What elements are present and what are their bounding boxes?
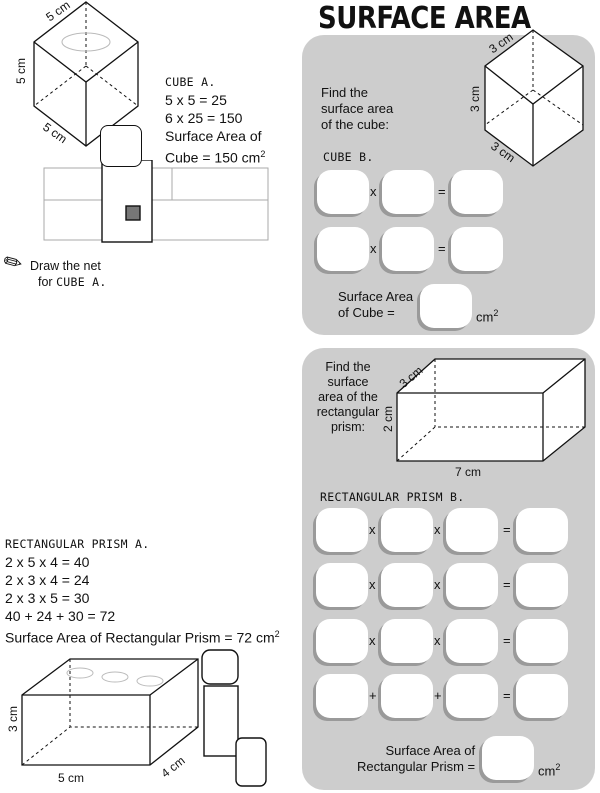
prompt-line: surface [327,375,369,389]
net-prompt: Draw the net for CUBE A. [30,258,107,290]
unit: cm2 [476,308,498,324]
net-prompt-cube: CUBE A. [56,275,107,289]
prism-a-line: 2 x 3 x 4 = 24 [5,572,90,588]
unit-sup: 2 [260,149,266,159]
unit-text: cm [538,763,556,779]
label-line: Rectangular Prism = [357,759,476,774]
pencil-icon: ✎ [0,247,28,279]
operator: = [503,577,511,592]
operator: = [503,688,511,703]
cube-b-prompt: Find the surface area of the cube: [321,85,393,133]
cube-a-heading: CUBE A. [165,75,216,89]
operator: x [369,577,376,592]
answer-box[interactable] [516,619,568,663]
prism-a-heading: RECTANGULAR PRISM A. [5,537,150,551]
prism-a-work: 2 x 5 x 4 = 40 2 x 3 x 4 = 24 2 x 3 x 5 … [5,553,280,647]
prism-a-diagram [21,658,199,766]
net-prompt-line: Draw the net [30,259,101,273]
operator: x [370,184,377,199]
prism-a-dim-length: 5 cm [58,771,85,785]
cube-a-work: 5 x 5 = 25 6 x 25 = 150 Surface Area of … [165,91,265,167]
operator: = [503,522,511,537]
cube-b-heading: CUBE B. [323,150,374,164]
answer-box[interactable] [446,619,498,663]
prompt-line: surface area [321,101,394,116]
answer-box[interactable] [381,619,433,663]
operator: x [369,522,376,537]
operator: x [370,241,377,256]
prism-a-result-text: Surface Area of Rectangular Prism = 72 c… [5,629,275,646]
label-line: Surface Area of [385,743,476,758]
prism-b-prompt: Find the surface area of the rectangular… [312,360,384,435]
cube-b-diagram [484,29,584,167]
answer-box[interactable] [451,227,503,271]
cube-a-dim-left: 5 cm [14,57,29,85]
prism-a-dim-height: 3 cm [6,705,21,733]
cube-a-result: Cube = 150 cm2 [165,145,265,167]
answer-box[interactable] [316,563,368,607]
answer-box[interactable] [381,508,433,552]
answer-box[interactable] [381,563,433,607]
prism-b-dim-length: 7 cm [455,465,482,479]
operator: x [434,577,441,592]
operator: x [434,522,441,537]
answer-box[interactable] [446,563,498,607]
operator: x [369,633,376,648]
answer-box[interactable] [382,170,434,214]
prism-b-heading: RECTANGULAR PRISM B. [320,490,465,504]
operator: = [438,241,446,256]
prompt-line: rectangular [316,405,380,419]
answer-box[interactable] [446,508,498,552]
answer-box[interactable] [317,227,369,271]
total-answer-box[interactable] [482,736,534,780]
total-answer-box[interactable] [420,284,472,328]
net-prompt-prefix: for [38,275,57,289]
operator: + [369,688,377,703]
answer-box[interactable] [317,170,369,214]
cube-a-line: 5 x 5 = 25 [165,92,227,108]
cube-a-result-text: Cube = 150 cm [165,149,261,166]
answer-box[interactable] [316,508,368,552]
answer-box[interactable] [516,508,568,552]
unit: cm2 [538,762,560,778]
prompt-line: Find the [325,360,371,374]
answer-box[interactable] [382,227,434,271]
unit-sup: 2 [274,629,280,639]
prism-a-result: Surface Area of Rectangular Prism = 72 c… [5,625,280,647]
cube-a-line: 6 x 25 = 150 [165,110,243,126]
prism-b-total-label: Surface Area of Rectangular Prism = [357,743,475,775]
answer-box[interactable] [516,563,568,607]
answer-box[interactable] [316,674,368,718]
unit-sup: 2 [493,308,499,318]
prompt-line: of the cube: [321,117,389,132]
prompt-line: prism: [330,420,366,434]
operator: + [434,688,442,703]
page-title: SURFACE AREA [318,1,531,37]
cube-b-total-label: Surface Area of Cube = [338,289,413,321]
cube-a-line: Surface Area of [165,128,262,144]
lego-figure-with-cat-illustration [201,649,267,787]
answer-box[interactable] [516,674,568,718]
label-line: of Cube = [338,305,395,320]
prism-a-line: 2 x 3 x 5 = 30 [5,590,90,606]
prompt-line: area of the [318,390,378,404]
operator: = [438,184,446,199]
figure-head [100,125,142,167]
prompt-line: Find the [321,85,368,100]
unit-text: cm [476,309,494,325]
prism-b-diagram [396,358,586,462]
cube-b-dim-left: 3 cm [468,85,483,113]
answer-box[interactable] [451,170,503,214]
unit-sup: 2 [555,762,561,772]
operator: = [503,633,511,648]
answer-box[interactable] [381,674,433,718]
lego-figure-illustration [43,160,269,243]
prism-a-line: 2 x 5 x 4 = 40 [5,554,90,570]
operator: x [434,633,441,648]
label-line: Surface Area [338,289,414,304]
answer-box[interactable] [446,674,498,718]
cube-a-diagram [33,1,139,147]
answer-box[interactable] [316,619,368,663]
prism-a-line: 40 + 24 + 30 = 72 [5,608,116,624]
